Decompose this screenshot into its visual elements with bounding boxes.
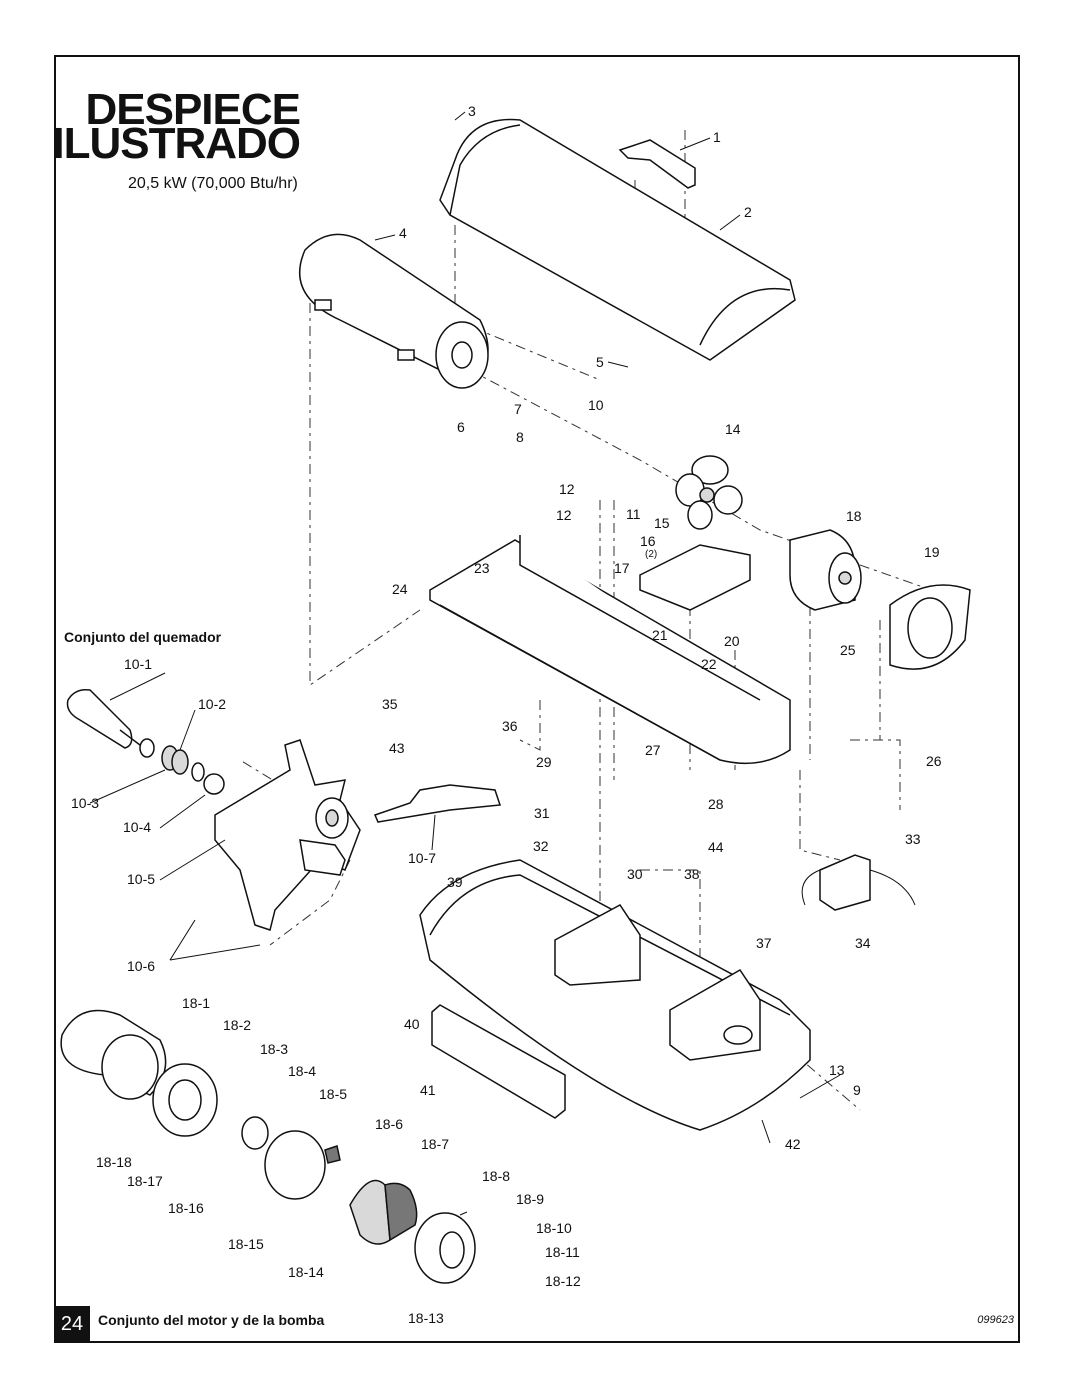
callout-18-1: 18-1: [182, 995, 211, 1011]
callout-18-18: 18-18: [96, 1154, 132, 1170]
callout-12a: 12: [559, 481, 575, 497]
callout-25: 25: [840, 642, 856, 658]
callout-18-11: 18-11: [545, 1244, 580, 1260]
callout-29: 29: [536, 754, 552, 770]
fan-guard: [889, 584, 971, 670]
combustion-chamber: [299, 233, 489, 389]
page-title-line2: ILUSTRADO: [52, 119, 301, 168]
callout-17: 17: [614, 560, 630, 576]
fuel-tank: [419, 859, 811, 1131]
burner-assembly-heading: Conjunto del quemador: [64, 629, 222, 645]
callout-18-2: 18-2: [223, 1017, 252, 1033]
callout-16: 16: [640, 533, 656, 549]
motor: [789, 529, 862, 611]
fan-blade: [675, 455, 743, 530]
callout-35: 35: [382, 696, 398, 712]
callout-18-13: 18-13: [408, 1310, 444, 1326]
callout-18-17: 18-17: [127, 1173, 163, 1189]
callout-6: 6: [457, 419, 465, 435]
callout-10-2: 10-2: [198, 696, 227, 712]
callout-42: 42: [785, 1136, 801, 1152]
callout-28: 28: [708, 796, 724, 812]
callout-10-6: 10-6: [127, 958, 156, 974]
callout-14: 14: [725, 421, 741, 437]
callout-18-10: 18-10: [536, 1220, 572, 1236]
callout-18-8: 18-8: [482, 1168, 511, 1184]
callout-41: 41: [420, 1082, 436, 1098]
callout-22: 22: [701, 656, 717, 672]
callout-10-4: 10-4: [123, 819, 152, 835]
callout-leader-lines: [89, 111, 841, 1216]
pump-housing: [152, 1063, 218, 1137]
burner-head: [214, 739, 361, 931]
callout-20: 20: [724, 633, 740, 649]
callout-21: 21: [652, 627, 668, 643]
nozzle-adapter: [66, 688, 141, 749]
pump-motor: [60, 1009, 167, 1100]
spark-plug: [373, 784, 502, 823]
callout-39: 39: [447, 874, 463, 890]
tank-bracket: [431, 1004, 566, 1119]
callout-30: 30: [627, 866, 643, 882]
callout-10-7: 10-7: [408, 850, 437, 866]
page-frame: [54, 55, 1020, 1343]
pump-rotor-parts: [241, 1116, 476, 1284]
callout-10-1: 10-1: [124, 656, 153, 672]
callout-18: 18: [846, 508, 862, 524]
callout-40: 40: [404, 1016, 420, 1032]
callout-32: 32: [533, 838, 549, 854]
callout-18-4: 18-4: [288, 1063, 317, 1079]
callout-18-16: 18-16: [168, 1200, 204, 1216]
callout-36: 36: [502, 718, 518, 734]
callout-34: 34: [855, 935, 871, 951]
callout-26: 26: [926, 753, 942, 769]
callout-4: 4: [399, 225, 407, 241]
callout-18-9: 18-9: [516, 1191, 545, 1207]
callout-18-5: 18-5: [319, 1086, 348, 1102]
callout-18-3: 18-3: [260, 1041, 289, 1057]
callout-10: 10: [588, 397, 604, 413]
callout-8: 8: [516, 429, 524, 445]
callout-27: 27: [645, 742, 661, 758]
heater-rating: 20,5 kW (70,000 Btu/hr): [128, 175, 298, 192]
callout-44: 44: [708, 839, 724, 855]
callout-10-3: 10-3: [71, 795, 100, 811]
callout-5: 5: [596, 354, 604, 370]
callout-33: 33: [905, 831, 921, 847]
callout-1: 1: [713, 129, 721, 145]
nozzle-spring: [139, 738, 225, 795]
callout-31: 31: [534, 805, 550, 821]
callout-11: 11: [626, 506, 641, 522]
callout-10-5: 10-5: [127, 871, 156, 887]
callout-12b: 12: [556, 507, 572, 523]
callout-13: 13: [829, 1062, 845, 1078]
callout-7: 7: [514, 401, 522, 417]
upper-shell: [439, 118, 796, 361]
igniter: [801, 854, 916, 911]
callout-18-15: 18-15: [228, 1236, 264, 1252]
callout-24: 24: [392, 581, 408, 597]
callout-15: 15: [654, 515, 670, 531]
motor-bracket: [639, 544, 751, 611]
page-title-line1: DESPIECE: [85, 85, 301, 134]
callout-18-7: 18-7: [421, 1136, 450, 1152]
figure-code: 099623: [977, 1314, 1014, 1326]
callout-16-quantity: (2): [645, 549, 658, 560]
motor-pump-assembly-heading: Conjunto del motor y de la bomba: [98, 1312, 325, 1328]
callout-18-14: 18-14: [288, 1264, 324, 1280]
page-number: 24: [54, 1306, 90, 1343]
callout-19: 19: [924, 544, 940, 560]
callout-43: 43: [389, 740, 405, 756]
callout-9: 9: [853, 1082, 861, 1098]
callout-18-6: 18-6: [375, 1116, 404, 1132]
callout-3: 3: [468, 103, 476, 119]
callout-18-12: 18-12: [545, 1273, 581, 1289]
callout-2: 2: [744, 204, 752, 220]
callout-38: 38: [684, 866, 700, 882]
callout-37: 37: [756, 935, 772, 951]
callout-23: 23: [474, 560, 490, 576]
base-pan: [429, 535, 791, 765]
